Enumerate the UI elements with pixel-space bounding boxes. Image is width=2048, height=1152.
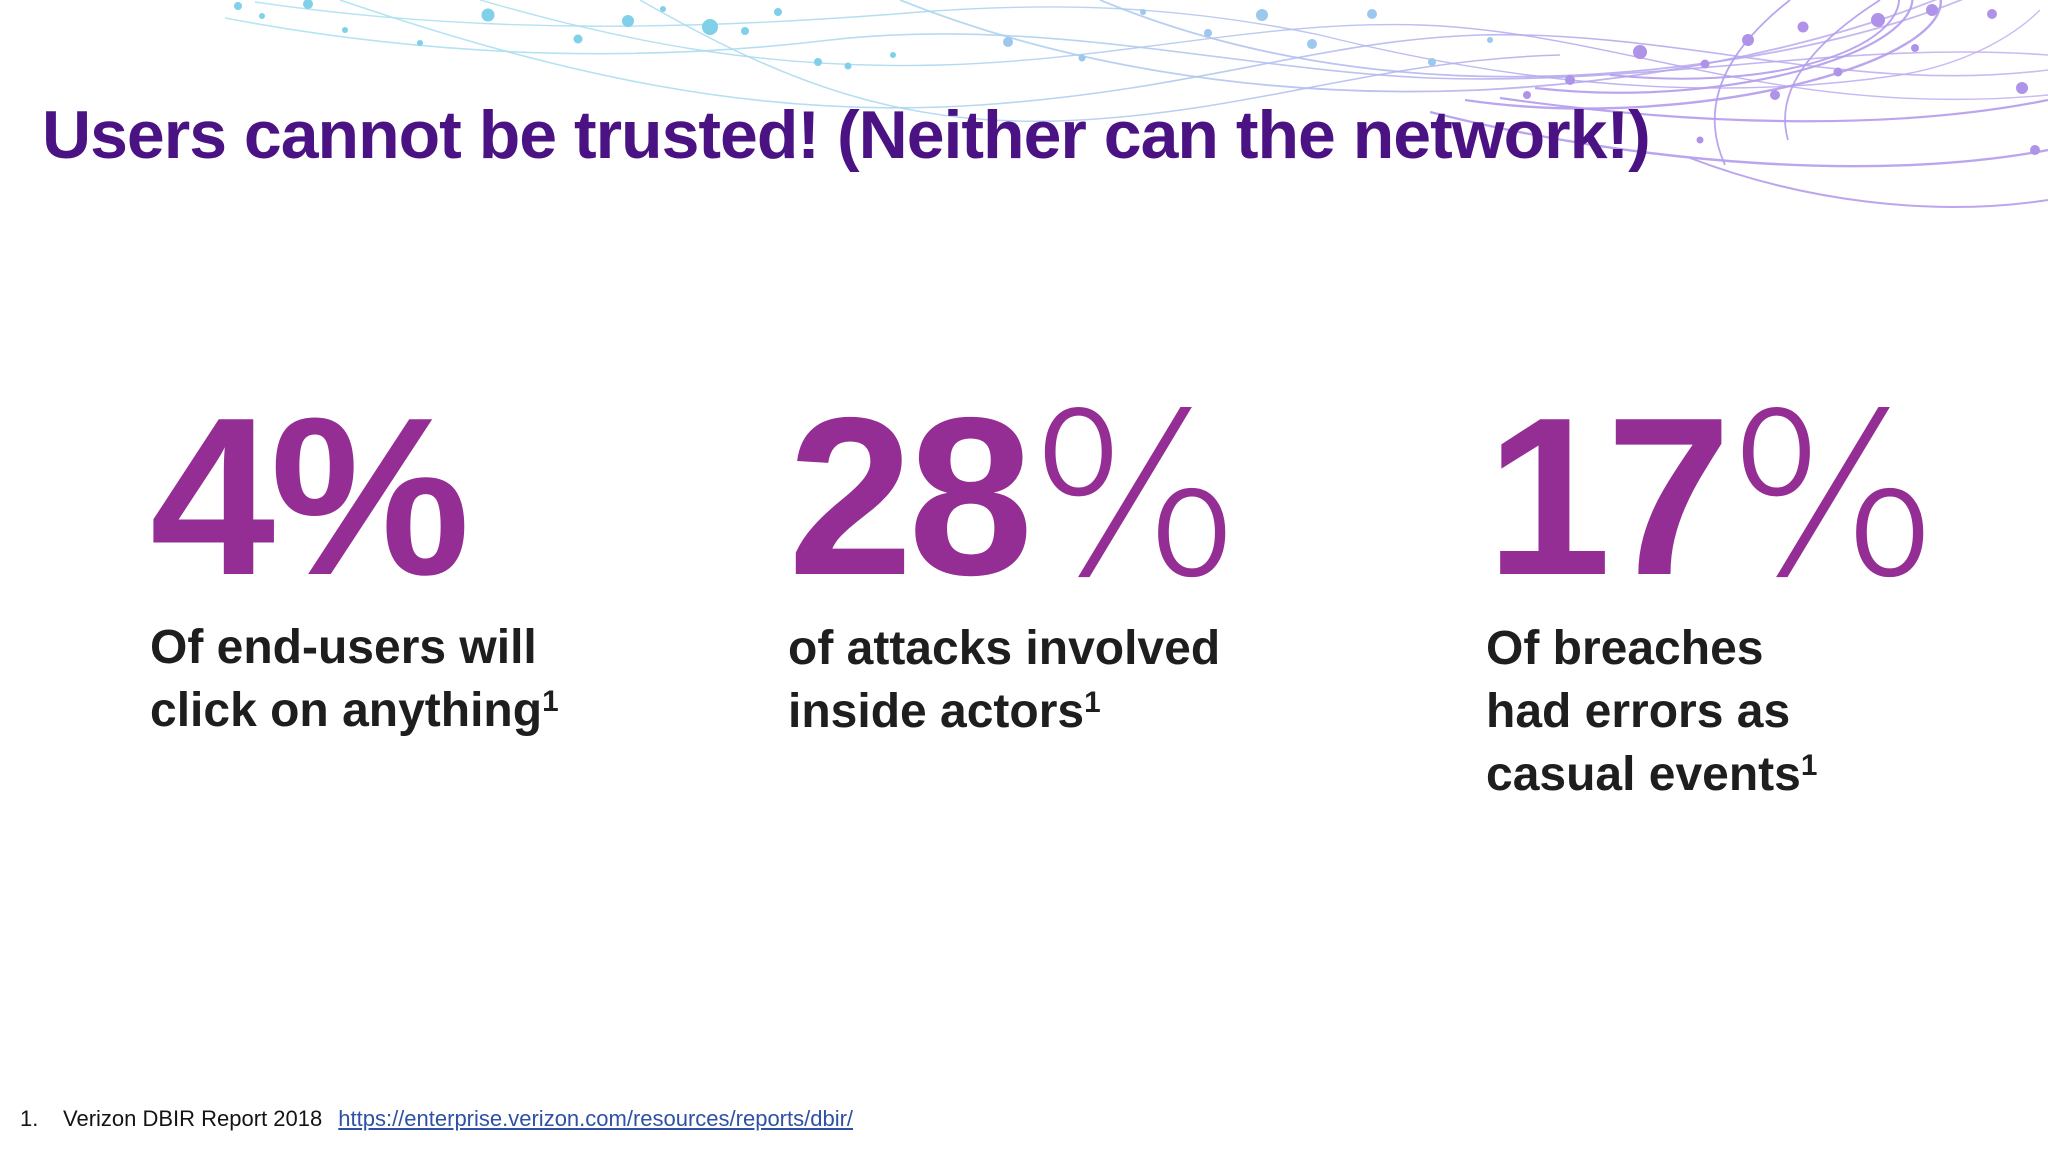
stat-caption: Of end-users will click on anything1 xyxy=(150,617,690,743)
stat-percent-sign: % xyxy=(1726,366,1941,628)
stat-column-breach-errors: 17% Of breaches had errors as casual eve… xyxy=(1486,384,2006,807)
stat-value: 28% xyxy=(788,384,1358,610)
stat-column-end-users: 4% Of end-users will click on anything1 xyxy=(150,384,690,743)
stat-percent-sign: % xyxy=(270,370,471,622)
stat-number: 28 xyxy=(788,370,1033,622)
stat-caption: Of breaches had errors as casual events1 xyxy=(1486,618,2006,807)
footnote-reference: 1 xyxy=(542,685,559,718)
stat-value: 4% xyxy=(150,384,690,609)
stat-caption-line: casual events1 xyxy=(1486,747,1818,801)
stat-caption-line: Of breaches xyxy=(1486,622,1764,675)
stat-caption: of attacks involved inside actors1 xyxy=(788,618,1358,744)
footnote-reference: 1 xyxy=(1800,748,1818,782)
footnote-source: Verizon DBIR Report 2018 xyxy=(63,1106,323,1131)
stat-caption-line: of attacks involved xyxy=(788,622,1221,675)
stat-number: 17 xyxy=(1486,370,1731,622)
footnote-link[interactable]: https://enterprise.verizon.com/resources… xyxy=(338,1106,854,1131)
stat-value: 17% xyxy=(1486,384,2006,610)
stat-caption-line: Of end-users will xyxy=(150,621,537,674)
footnote: 1. Verizon DBIR Report 2018 https://ente… xyxy=(20,1106,853,1132)
stat-column-inside-actors: 28% of attacks involved inside actors1 xyxy=(788,384,1358,744)
footnote-marker: 1. xyxy=(20,1106,39,1131)
stat-caption-line: had errors as xyxy=(1486,684,1791,738)
stat-percent-sign: % xyxy=(1028,366,1243,628)
slide-title: Users cannot be trusted! (Neither can th… xyxy=(42,97,1651,173)
footnote-reference: 1 xyxy=(1084,686,1101,719)
stat-caption-line: click on anything1 xyxy=(150,683,559,737)
stat-number: 4 xyxy=(150,370,275,622)
stat-caption-line: inside actors1 xyxy=(788,684,1101,738)
